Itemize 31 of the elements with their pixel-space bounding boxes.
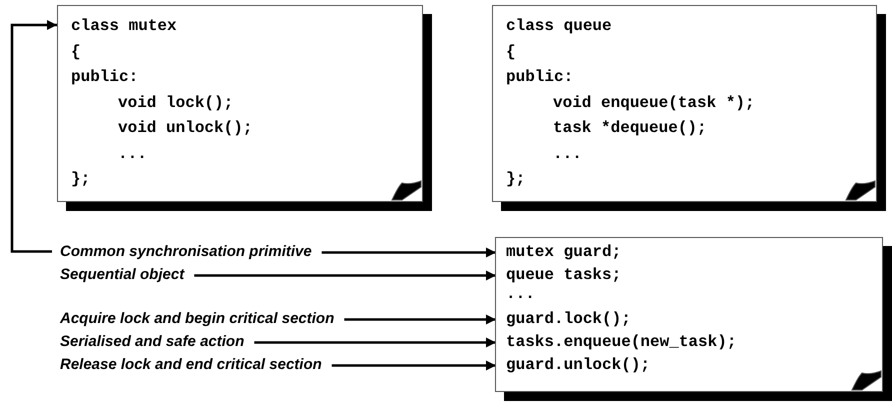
code-line: void enqueue(task *);: [553, 92, 755, 112]
code-line: void unlock();: [118, 118, 252, 138]
annotation-text: Serialised and safe action: [60, 332, 244, 350]
code-line: ...: [118, 144, 147, 164]
code-line: public:: [71, 67, 138, 87]
code-line: queue tasks;: [496, 266, 622, 285]
annotation-text: Common synchronisation primitive: [60, 242, 312, 260]
code-line: class queue: [506, 16, 612, 36]
arrow: [10, 20, 57, 253]
code-line: {: [506, 42, 516, 62]
code-line: void lock();: [118, 92, 234, 112]
arrow: [194, 270, 496, 280]
code-line: {: [71, 42, 81, 62]
code-line: mutex guard;: [496, 243, 622, 262]
code-line: guard.lock();: [496, 310, 631, 329]
code-line: tasks.enqueue(new_task);: [496, 333, 736, 352]
code-line: public:: [506, 67, 574, 87]
code-line: ...: [553, 144, 582, 164]
arrow: [332, 360, 496, 370]
annotation-text: Release lock and end critical section: [60, 356, 322, 374]
annotation-text: Sequential object: [60, 266, 184, 284]
arrow: [254, 338, 496, 348]
code-line: ...: [496, 285, 535, 304]
arrow: [322, 248, 496, 258]
arrow: [344, 314, 496, 324]
annotation-text: Acquire lock and begin critical section: [60, 310, 334, 328]
code-line: guard.unlock();: [496, 356, 650, 375]
code-line: };: [71, 169, 90, 189]
code-line: class mutex: [71, 16, 177, 36]
code-line: };: [506, 169, 526, 189]
code-line: task *dequeue();: [553, 118, 707, 138]
